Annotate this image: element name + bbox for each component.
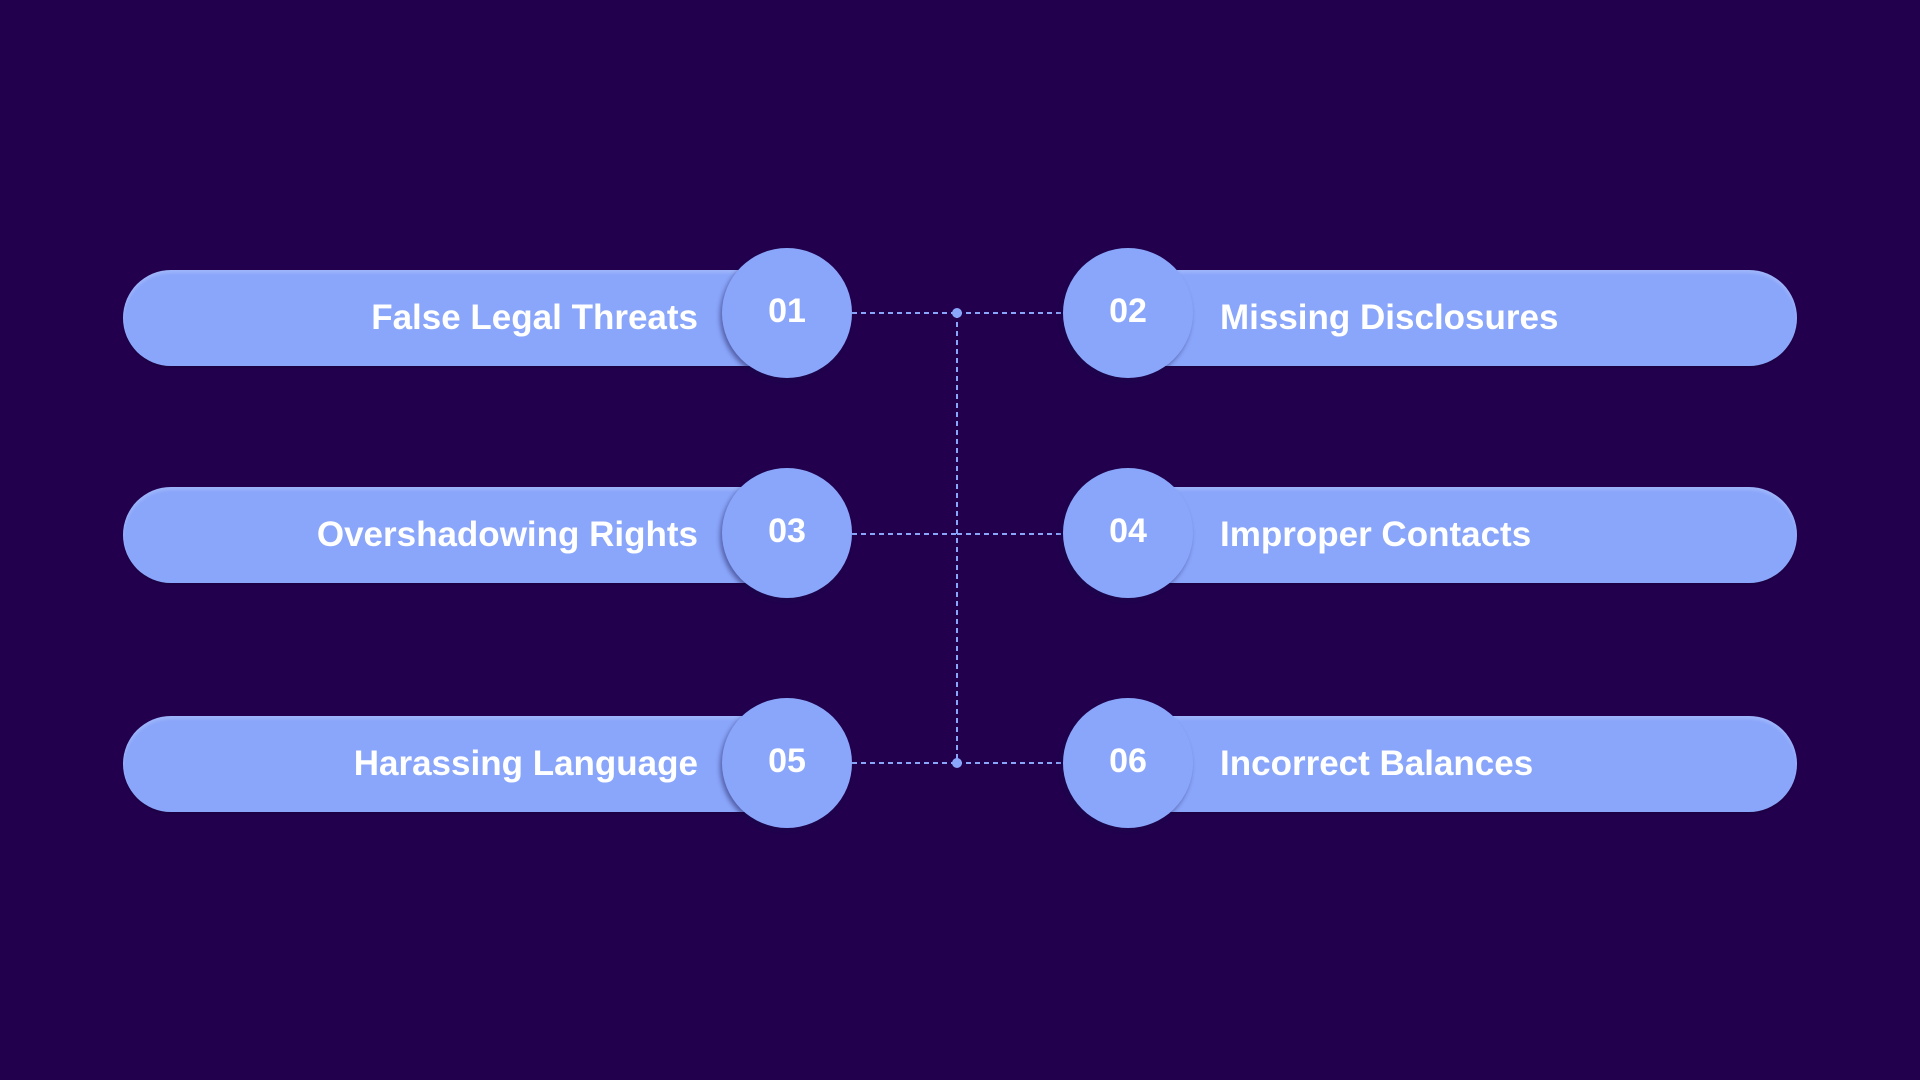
- item-badge-03: 03: [722, 468, 852, 598]
- item-pill-02: Missing Disclosures: [1097, 270, 1797, 366]
- item-pill-04: Improper Contacts: [1097, 487, 1797, 583]
- item-pill-05: Harassing Language: [123, 716, 823, 812]
- item-pill-01: False Legal Threats: [123, 270, 823, 366]
- item-label-05: Harassing Language: [353, 744, 698, 783]
- item-label-04: Improper Contacts: [1220, 515, 1532, 554]
- item-pill-06: Incorrect Balances: [1097, 716, 1797, 812]
- connector-dot-bottom: [952, 758, 962, 768]
- connector-dot-top: [952, 308, 962, 318]
- item-badge-01: 01: [722, 248, 852, 378]
- item-label-01: False Legal Threats: [371, 298, 698, 337]
- item-badge-02: 02: [1063, 248, 1193, 378]
- item-label-02: Missing Disclosures: [1220, 298, 1559, 337]
- item-label-03: Overshadowing Rights: [316, 515, 698, 554]
- item-pill-03: Overshadowing Rights: [123, 487, 823, 583]
- item-badge-04: 04: [1063, 468, 1193, 598]
- item-badge-05: 05: [722, 698, 852, 828]
- item-label-06: Incorrect Balances: [1220, 744, 1534, 783]
- item-badge-06: 06: [1063, 698, 1193, 828]
